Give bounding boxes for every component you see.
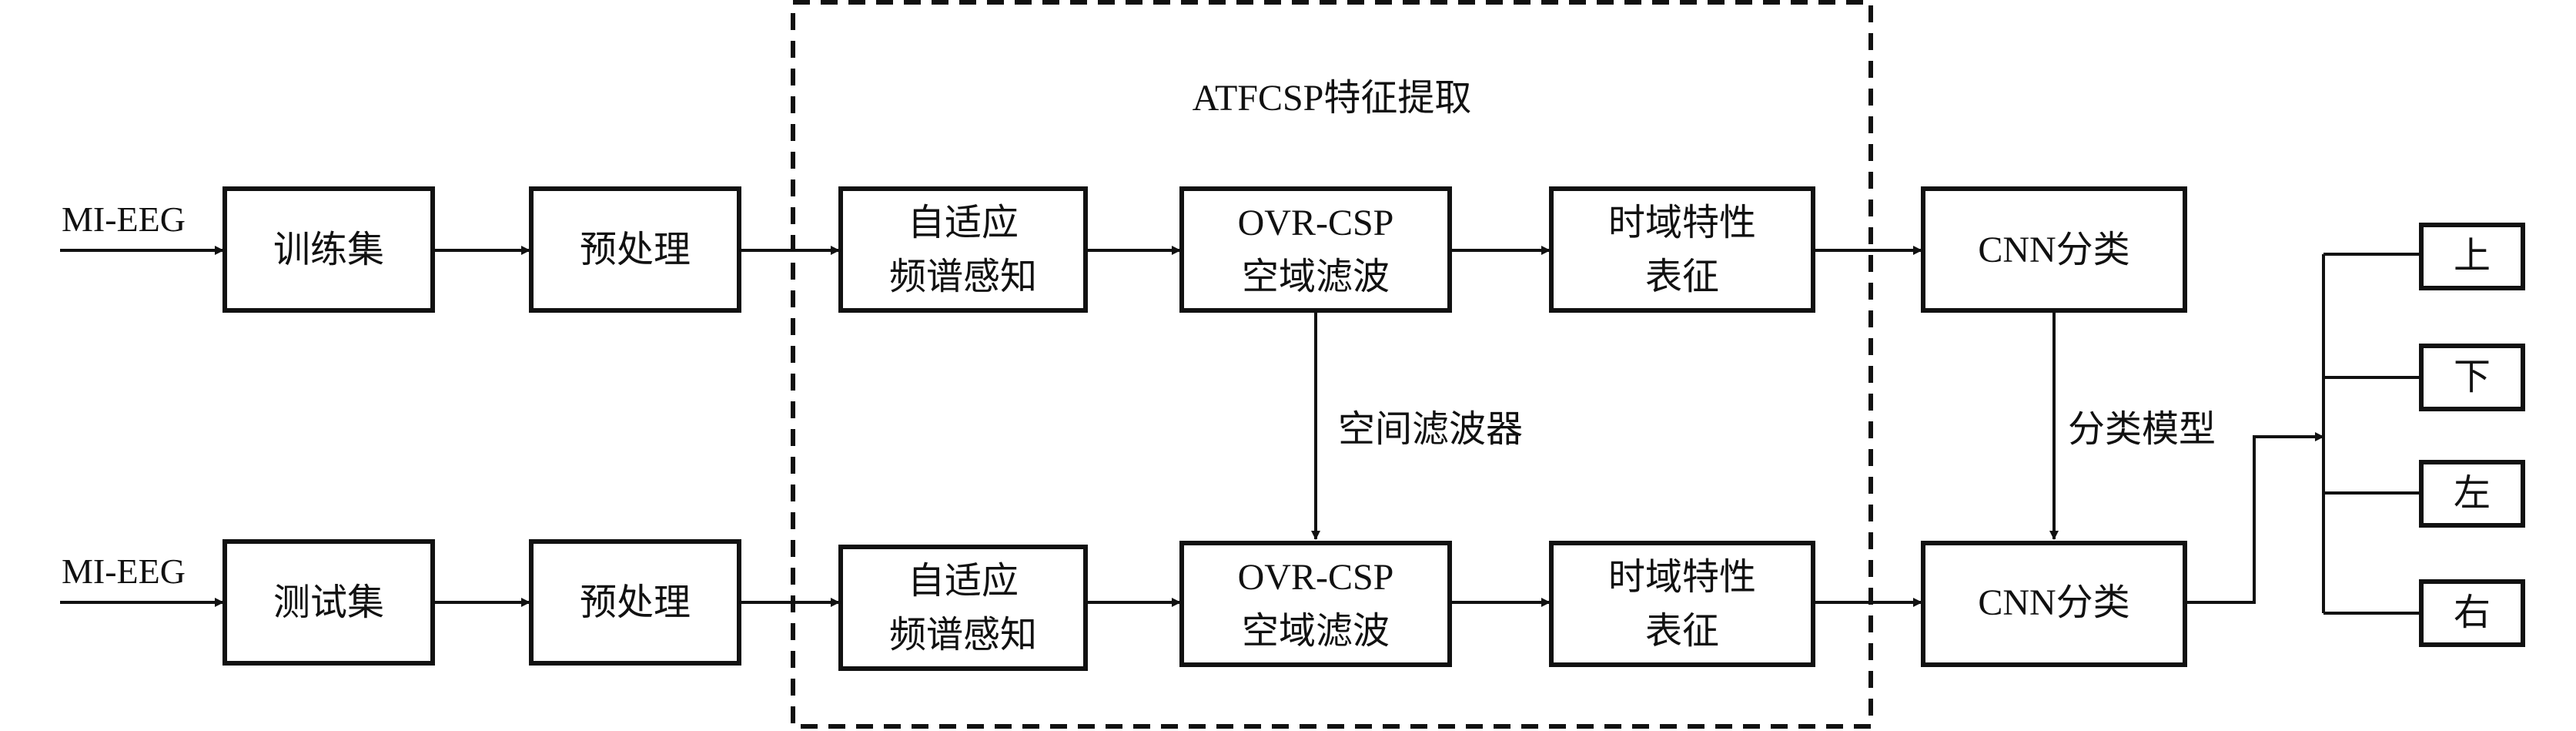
train-set-box: 训练集 bbox=[222, 186, 435, 313]
test-cnn-label: CNN分类 bbox=[1978, 582, 2129, 623]
arrow-cnn-to-output-bus bbox=[2185, 432, 2324, 604]
train-input-label: MI-EEG bbox=[62, 200, 186, 239]
test-preprocess-box: 预处理 bbox=[529, 539, 741, 666]
output-up-label: 上 bbox=[2454, 236, 2491, 277]
train-temporal-line1: 时域特性 bbox=[1608, 203, 1756, 243]
train-csp-line2: 空域滤波 bbox=[1242, 257, 1390, 297]
output-right-label: 右 bbox=[2454, 592, 2491, 633]
train-preprocess-box: 预处理 bbox=[529, 186, 741, 313]
train-adaptive-line2: 频谱感知 bbox=[889, 257, 1037, 297]
test-temporal-line2: 表征 bbox=[1645, 611, 1719, 652]
output-left-box: 左 bbox=[2419, 460, 2525, 528]
test-ovr-csp-box: OVR-CSP 空域滤波 bbox=[1179, 541, 1452, 667]
atfcsp-module-boundary bbox=[791, 0, 1873, 729]
train-preprocess-label: 预处理 bbox=[580, 230, 691, 270]
train-ovr-csp-box: OVR-CSP 空域滤波 bbox=[1179, 186, 1452, 313]
train-cnn-classify-box: CNN分类 bbox=[1921, 186, 2187, 313]
test-input-label: MI-EEG bbox=[62, 552, 186, 591]
train-csp-line1: OVR-CSP bbox=[1238, 203, 1394, 243]
test-adaptive-line1: 自适应 bbox=[908, 561, 1019, 602]
train-cnn-label: CNN分类 bbox=[1978, 230, 2129, 270]
train-temporal-line2: 表征 bbox=[1645, 257, 1719, 297]
test-set-label: 测试集 bbox=[273, 582, 384, 623]
train-adaptive-spectrum-box: 自适应 频谱感知 bbox=[838, 186, 1088, 313]
output-down-box: 下 bbox=[2419, 344, 2525, 411]
test-set-box: 测试集 bbox=[222, 539, 435, 666]
test-csp-line1: OVR-CSP bbox=[1238, 557, 1394, 598]
spatial-filter-label: 空间滤波器 bbox=[1338, 409, 1523, 450]
classification-model-label: 分类模型 bbox=[2068, 409, 2216, 450]
output-up-box: 上 bbox=[2419, 223, 2525, 290]
output-right-box: 右 bbox=[2419, 579, 2525, 647]
train-temporal-feature-box: 时域特性 表征 bbox=[1549, 186, 1815, 313]
train-adaptive-line1: 自适应 bbox=[908, 203, 1019, 243]
test-csp-line2: 空域滤波 bbox=[1242, 611, 1390, 652]
test-temporal-line1: 时域特性 bbox=[1608, 557, 1756, 598]
module-title: ATFCSP特征提取 bbox=[1193, 78, 1472, 119]
train-set-label: 训练集 bbox=[273, 230, 384, 270]
test-preprocess-label: 预处理 bbox=[580, 582, 691, 623]
test-temporal-feature-box: 时域特性 表征 bbox=[1549, 541, 1815, 667]
output-left-label: 左 bbox=[2454, 473, 2491, 514]
test-adaptive-line2: 频谱感知 bbox=[889, 615, 1037, 656]
test-adaptive-spectrum-box: 自适应 频谱感知 bbox=[838, 545, 1088, 671]
output-down-label: 下 bbox=[2454, 357, 2491, 397]
test-cnn-classify-box: CNN分类 bbox=[1921, 541, 2187, 667]
